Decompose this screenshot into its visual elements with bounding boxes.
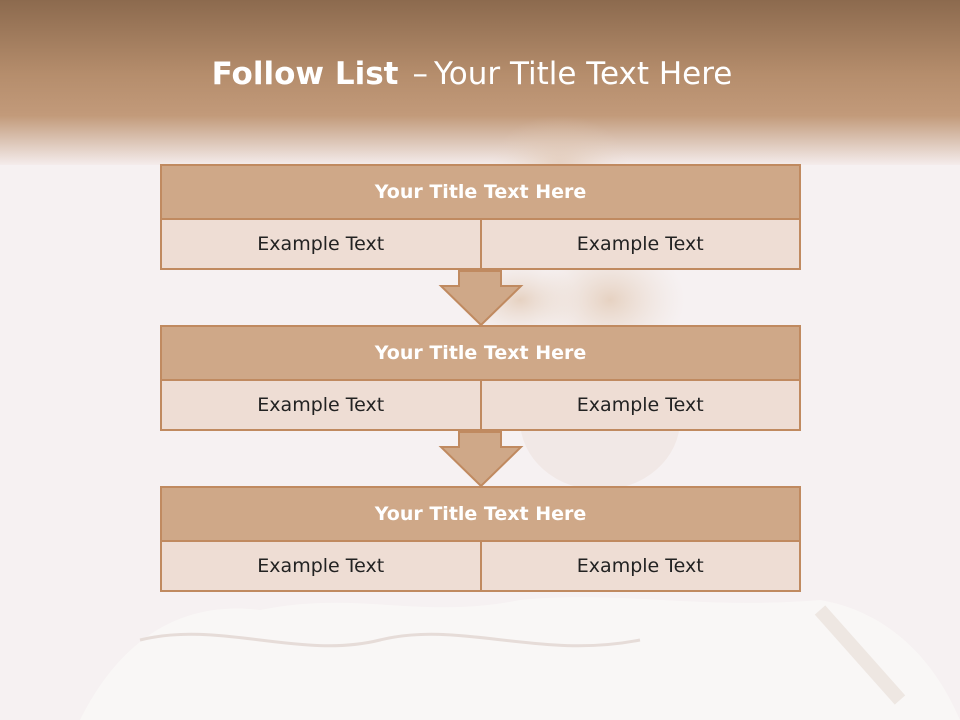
step-cell-left: Example Text [160, 542, 482, 592]
slide-title-separator: – [412, 56, 428, 92]
step-cell-left: Example Text [160, 381, 482, 431]
step-block: Your Title Text Here Example Text Exampl… [160, 164, 801, 270]
step-title: Your Title Text Here [160, 325, 801, 381]
slide-title-bold: Follow List [211, 56, 399, 92]
step-row: Example Text Example Text [160, 220, 801, 270]
step-row: Example Text Example Text [160, 381, 801, 431]
slide-title-rest: Your Title Text Here [433, 56, 733, 92]
down-arrow-icon [438, 270, 524, 326]
step-title: Your Title Text Here [160, 486, 801, 542]
down-arrow-icon [438, 431, 524, 487]
step-cell-right: Example Text [481, 542, 801, 592]
slide-title: Follow List–Your Title Text Here [0, 56, 944, 92]
step-row: Example Text Example Text [160, 542, 801, 592]
step-cell-right: Example Text [481, 381, 801, 431]
header-band [0, 0, 960, 165]
step-block: Your Title Text Here Example Text Exampl… [160, 486, 801, 592]
step-block: Your Title Text Here Example Text Exampl… [160, 325, 801, 431]
step-cell-left: Example Text [160, 220, 482, 270]
step-cell-right: Example Text [481, 220, 801, 270]
step-title: Your Title Text Here [160, 164, 801, 220]
